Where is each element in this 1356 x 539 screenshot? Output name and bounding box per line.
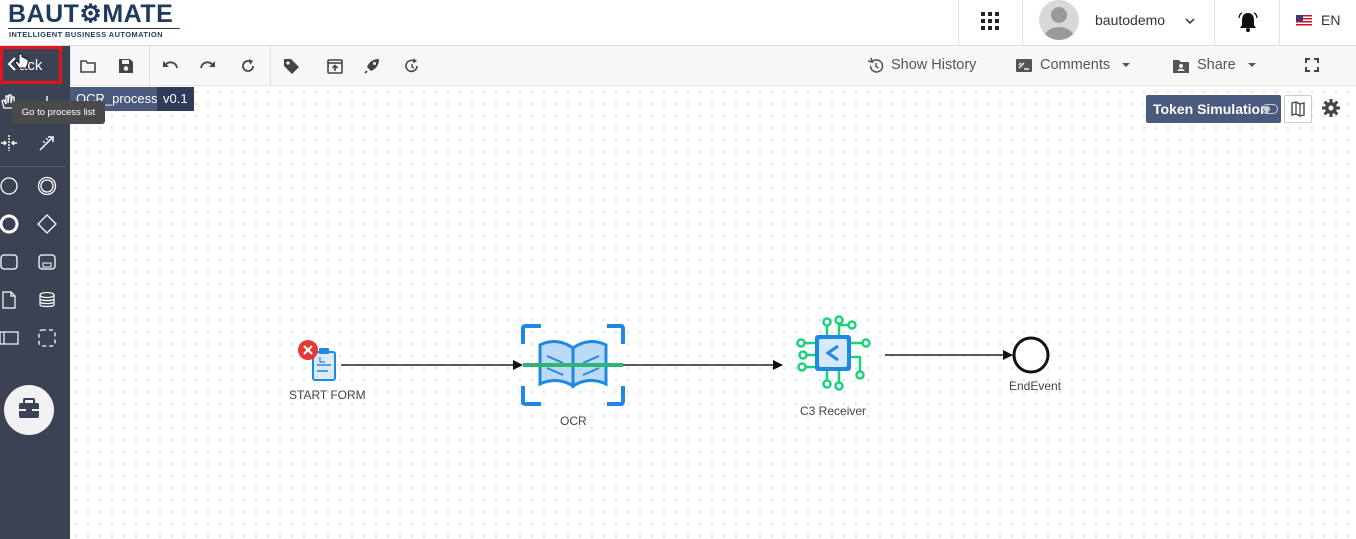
data-object-icon[interactable] — [0, 289, 20, 311]
share-button[interactable]: Share — [1197, 57, 1236, 73]
user-avatar-icon[interactable] — [1039, 0, 1079, 40]
comments-button[interactable]: Comments — [1040, 57, 1111, 73]
redo-icon[interactable] — [199, 57, 217, 75]
palette-divider — [0, 166, 65, 167]
apps-grid-icon[interactable] — [980, 11, 1000, 31]
header-divider — [1022, 0, 1023, 45]
folder-icon[interactable] — [79, 57, 97, 75]
rotate-icon[interactable] — [403, 57, 421, 75]
fullscreen-icon[interactable] — [1304, 57, 1320, 73]
ocr-label: OCR — [560, 414, 587, 428]
end-event-node[interactable] — [1012, 336, 1050, 374]
header-divider — [1279, 0, 1280, 45]
end-event-icon[interactable] — [0, 213, 20, 235]
process-canvas[interactable]: OCR_process v0.1 Token Simulation — [70, 86, 1356, 539]
gear-icon[interactable] — [1321, 98, 1341, 118]
share-folder-icon[interactable] — [1172, 57, 1190, 75]
toolbar-divider — [70, 46, 71, 86]
c3-receiver-node[interactable] — [796, 315, 871, 391]
task-icon[interactable] — [0, 251, 20, 273]
error-badge-icon[interactable] — [298, 340, 318, 360]
map-icon — [1291, 101, 1305, 117]
start-form-label: START FORM — [289, 388, 366, 402]
start-form-node[interactable] — [312, 348, 336, 381]
back-button[interactable]: ack — [0, 46, 62, 84]
us-flag-icon[interactable] — [1296, 15, 1312, 26]
process-version-badge: v0.1 — [157, 87, 194, 111]
space-tool-icon[interactable] — [0, 132, 20, 154]
connect-tool-icon[interactable] — [36, 132, 58, 154]
pool-icon[interactable] — [0, 327, 20, 349]
history-icon[interactable] — [867, 57, 885, 75]
undo-icon[interactable] — [161, 57, 179, 75]
upload-icon[interactable] — [326, 57, 344, 75]
app-header: BAUT⚙MATE INTELLIGENT BUSINESS AUTOMATIO… — [0, 0, 1356, 46]
save-icon[interactable] — [117, 57, 135, 75]
toggle-icon — [1262, 104, 1278, 114]
group-icon[interactable] — [36, 327, 58, 349]
token-simulation-button[interactable]: Token Simulation — [1146, 95, 1281, 123]
gateway-icon[interactable] — [36, 213, 58, 235]
logo-text: BAUT⚙MATE — [8, 0, 174, 28]
rocket-icon[interactable] — [363, 57, 381, 75]
chevron-left-icon — [7, 57, 16, 71]
minimap-button[interactable] — [1284, 95, 1312, 123]
toolbox-button[interactable] — [4, 385, 54, 435]
language-selector[interactable]: EN — [1321, 12, 1341, 28]
tag-icon[interactable] — [282, 57, 300, 75]
header-divider — [958, 0, 959, 45]
end-event-label: EndEvent — [1009, 379, 1062, 393]
editor-toolbar: Show History Comments Share — [70, 46, 1356, 86]
tool-palette: ack Go to process list — [0, 46, 105, 539]
start-event-icon[interactable] — [0, 175, 20, 197]
hand-cursor-icon — [14, 53, 29, 69]
toolbar-divider — [270, 46, 271, 86]
ocr-node[interactable] — [521, 324, 625, 406]
caret-down-icon[interactable] — [1119, 58, 1133, 72]
data-store-icon[interactable] — [36, 289, 58, 311]
toolbox-icon — [19, 398, 39, 418]
chevron-down-icon[interactable] — [1184, 15, 1196, 27]
refresh-icon[interactable] — [239, 57, 257, 75]
show-history-button[interactable]: Show History — [891, 57, 977, 73]
header-divider — [1214, 0, 1215, 45]
intermediate-event-icon[interactable] — [36, 175, 58, 197]
comment-icon[interactable] — [1015, 57, 1033, 75]
caret-down-icon[interactable] — [1245, 58, 1259, 72]
username-label[interactable]: bautodemo — [1095, 12, 1166, 28]
toolbar-divider — [149, 46, 150, 86]
hand-tool-icon[interactable] — [0, 92, 20, 114]
process-diagram — [298, 315, 1050, 406]
token-simulation-label: Token Simulation — [1153, 101, 1269, 117]
logo-underline — [8, 28, 180, 29]
bell-icon[interactable] — [1237, 11, 1259, 33]
back-tooltip: Go to process list — [12, 101, 105, 124]
c3-receiver-label: C3 Receiver — [800, 404, 867, 418]
subprocess-icon[interactable] — [36, 251, 58, 273]
logo-tagline: INTELLIGENT BUSINESS AUTOMATION — [9, 30, 163, 39]
bautomate-logo[interactable]: BAUT⚙MATE INTELLIGENT BUSINESS AUTOMATIO… — [8, 0, 184, 44]
